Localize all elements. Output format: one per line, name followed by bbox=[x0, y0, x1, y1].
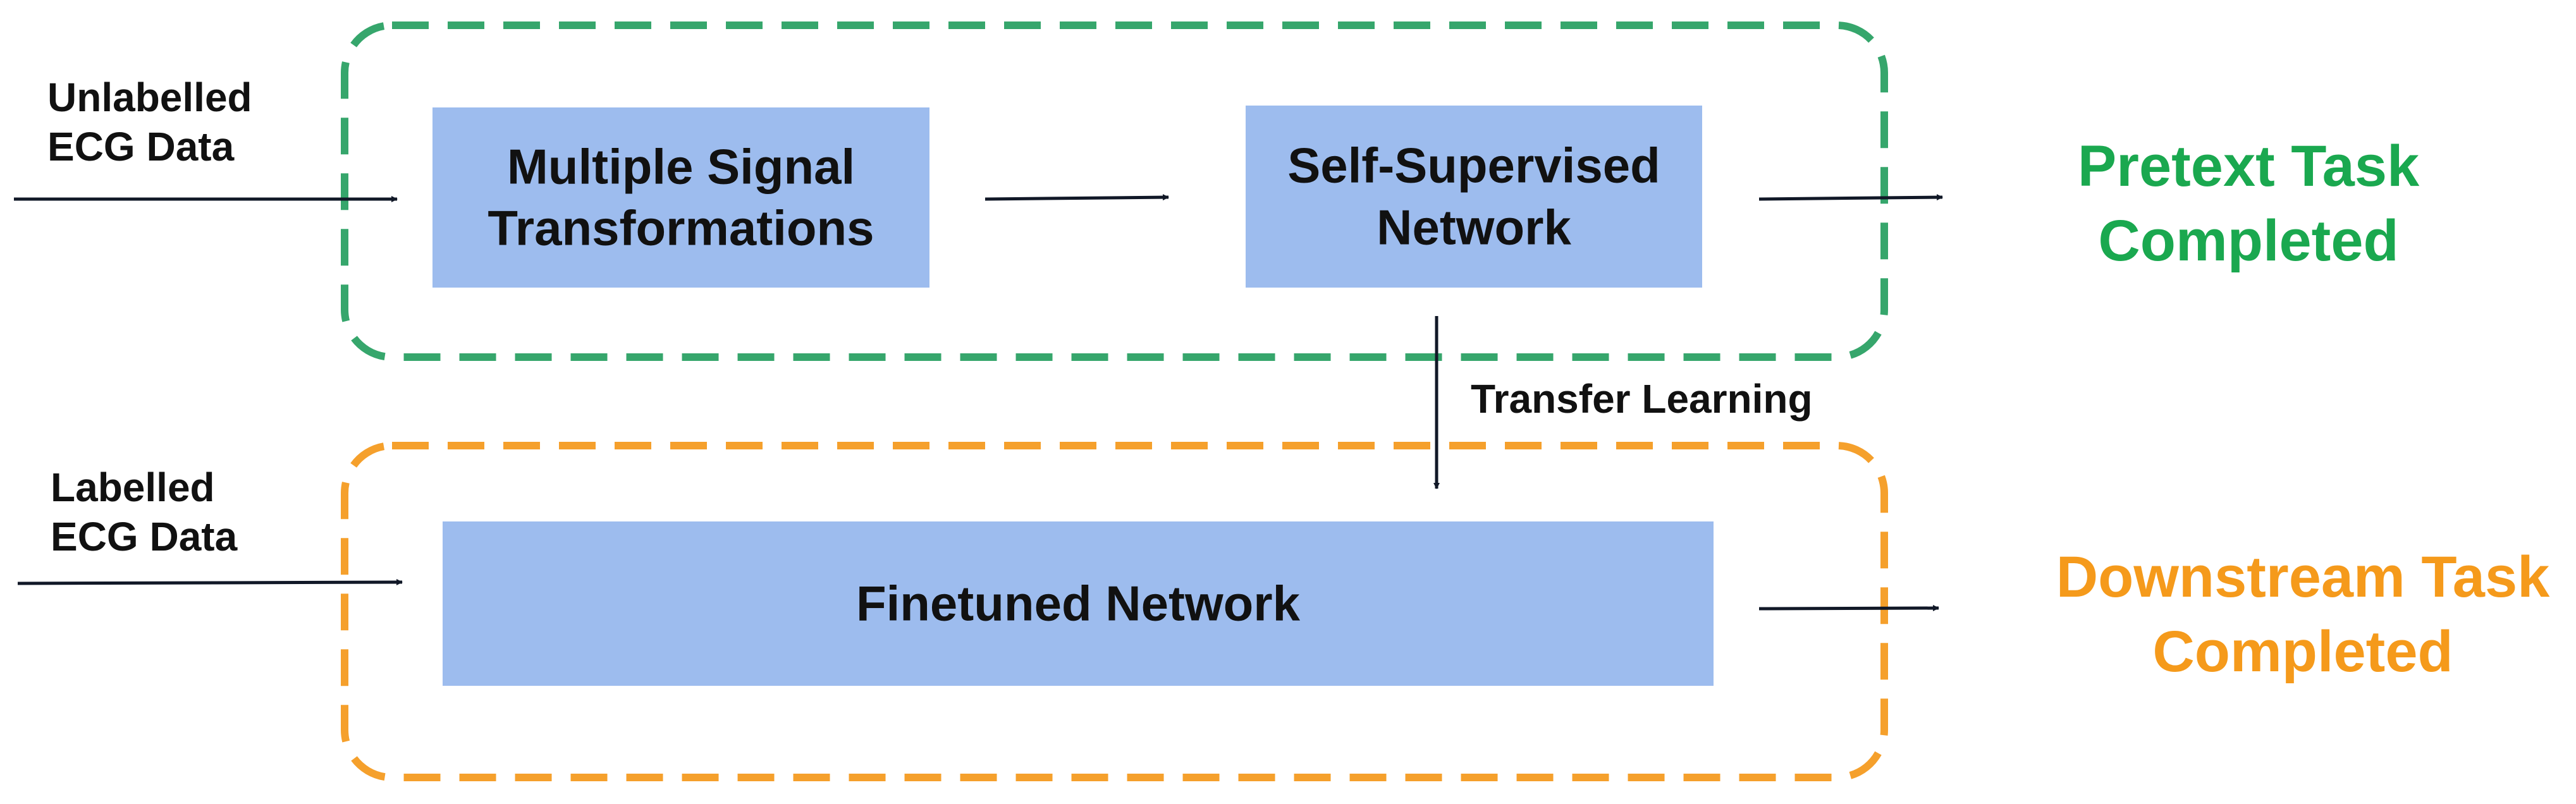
downstream-task-group bbox=[341, 442, 1888, 781]
signal-transformations-box: Multiple Signal Transformations bbox=[432, 107, 929, 288]
downstream-task-completed-label: Downstream Task Completed bbox=[2056, 545, 2550, 684]
pretext-output-arrow bbox=[1758, 194, 1943, 201]
pretext-task-group bbox=[341, 21, 1888, 361]
self-supervised-network-box: Self-Supervised Network bbox=[1246, 106, 1702, 288]
transfer-learning-label: Transfer Learning bbox=[1471, 376, 1813, 422]
labelled-ecg-data-label: Labelled ECG Data bbox=[51, 465, 238, 560]
labelled-input-arrow bbox=[17, 579, 403, 586]
downstream-output-arrow bbox=[1758, 605, 1939, 612]
transform-to-network-arrow bbox=[984, 194, 1169, 201]
finetuned-network-label: Finetuned Network bbox=[856, 575, 1301, 631]
pretext-task-completed-label: Pretext Task Completed bbox=[2077, 134, 2420, 273]
signal-transformations-label: Multiple Signal Transformations bbox=[488, 138, 874, 256]
self-supervised-network-label: Self-Supervised Network bbox=[1287, 137, 1660, 255]
unlabelled-ecg-data-label: Unlabelled ECG Data bbox=[47, 75, 252, 170]
finetuned-network-box: Finetuned Network bbox=[443, 521, 1714, 686]
